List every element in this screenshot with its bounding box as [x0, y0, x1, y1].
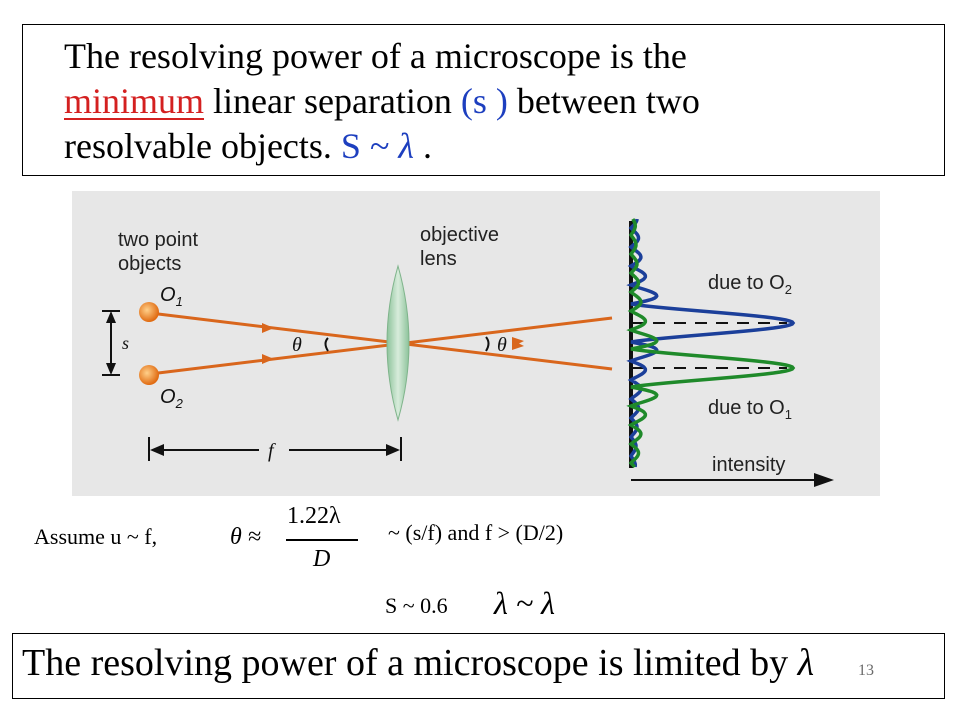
- condition-text: ~ (s/f) and f > (D/2): [388, 520, 564, 545]
- object-o2: [139, 365, 159, 385]
- label-two-point: two point: [118, 229, 198, 251]
- label-objects: objects: [118, 253, 181, 275]
- resolving-power-definition: The resolving power of a microscope is t…: [64, 34, 924, 169]
- angle-arc-left: [324, 337, 329, 352]
- angle-arc-right: [485, 336, 490, 352]
- definition-text-2: between two: [507, 81, 700, 121]
- label-intensity: intensity: [712, 454, 785, 476]
- result-prefix: S ~ 0.6: [385, 593, 448, 618]
- definition-text: linear separation: [204, 81, 461, 121]
- intensity-curve-o2: [626, 218, 796, 468]
- conclusion-statement: The resolving power of a microscope is l…: [22, 641, 814, 685]
- intensity-arrow: [814, 473, 834, 487]
- theta-left: θ: [292, 334, 302, 356]
- label-f: f: [268, 440, 276, 462]
- intensity-curve-o1: [626, 218, 796, 469]
- definition-line-1: The resolving power of a microscope is t…: [64, 36, 687, 76]
- separation-marker: s: [102, 310, 129, 376]
- label-due-to-o1: due to O1: [708, 397, 792, 422]
- label-o1: O1: [160, 284, 183, 309]
- theta-right: θ: [497, 334, 507, 356]
- conclusion-text: The resolving power of a microscope is l…: [22, 642, 798, 684]
- page-number: 13: [858, 662, 874, 679]
- conclusion-box: [12, 633, 945, 699]
- result-lambda: λ ~ λ: [494, 585, 556, 621]
- theta-approx: θ ≈: [230, 524, 261, 550]
- definition-line-3: resolvable objects.: [64, 126, 332, 166]
- lambda-symbol: λ: [398, 126, 415, 166]
- fraction-bar: [286, 539, 358, 541]
- fraction-numerator: 1.22λ: [287, 503, 341, 529]
- label-o2: O2: [160, 386, 184, 411]
- light-rays: [149, 311, 613, 376]
- ray-arrowheads: [262, 323, 524, 364]
- period: .: [414, 126, 433, 166]
- objective-lens: [386, 264, 410, 422]
- conclusion-lambda: λ: [797, 642, 815, 684]
- assumption-text: Assume u ~ f,: [34, 524, 158, 549]
- resolution-diagram: two point objects objective lens s O1 O: [72, 191, 880, 496]
- label-lens: lens: [420, 248, 457, 270]
- minimum-highlight: minimum: [64, 81, 205, 121]
- statement-box: [22, 24, 945, 176]
- label-due-to-o2: due to O2: [708, 272, 792, 297]
- focal-length-marker: f: [148, 437, 402, 462]
- s-relation: S ~: [331, 126, 399, 166]
- fraction-denominator: D: [313, 546, 331, 572]
- object-o1: [139, 302, 159, 322]
- label-s: s: [122, 333, 129, 353]
- label-objective: objective: [420, 224, 499, 246]
- s-label: (s ): [460, 81, 508, 121]
